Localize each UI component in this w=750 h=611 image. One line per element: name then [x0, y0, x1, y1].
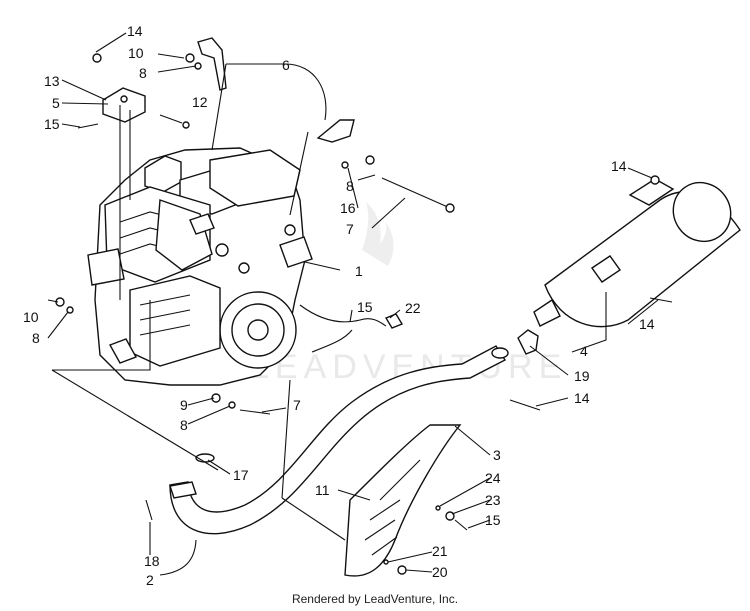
callout-18: 18	[144, 553, 160, 569]
callout-14: 14	[611, 158, 627, 174]
callout-labels: 14 10 8 6 13 5 12 15 8 16 7 14 1 10 8 15…	[23, 23, 655, 588]
callout-14: 14	[127, 23, 143, 39]
heat-shield[interactable]	[344, 424, 462, 577]
callout-17: 17	[233, 467, 249, 483]
callout-6: 6	[282, 57, 290, 73]
callout-11: 11	[315, 482, 330, 498]
callout-14: 14	[574, 390, 590, 406]
callout-1: 1	[355, 263, 363, 279]
callout-15: 15	[44, 116, 60, 132]
mounting-bolt-head	[445, 203, 455, 213]
callout-8: 8	[180, 417, 188, 433]
callout-16: 16	[340, 200, 356, 216]
engine-assembly[interactable]	[87, 147, 313, 386]
callout-4: 4	[580, 343, 588, 359]
callout-12: 12	[192, 94, 208, 110]
oxygen-sensor-harness[interactable]	[299, 304, 404, 353]
callout-10: 10	[23, 309, 39, 325]
upper-mount-bracket[interactable]	[197, 37, 355, 143]
callout-15: 15	[357, 299, 373, 315]
callout-23: 23	[485, 492, 501, 508]
callout-8: 8	[139, 65, 147, 81]
callout-10: 10	[128, 45, 144, 61]
callout-19: 19	[574, 368, 590, 384]
exhaust-header-pipe[interactable]	[169, 345, 509, 535]
callout-8: 8	[346, 178, 354, 194]
muffler[interactable]	[533, 171, 742, 328]
leader-lines	[47, 32, 659, 576]
callout-21: 21	[432, 543, 448, 559]
callout-14: 14	[639, 316, 655, 332]
callout-9: 9	[180, 397, 188, 413]
callout-8: 8	[32, 330, 40, 346]
callout-20: 20	[432, 564, 448, 580]
callout-15: 15	[485, 512, 501, 528]
callout-7: 7	[293, 397, 301, 413]
callout-13: 13	[44, 73, 60, 89]
callout-22: 22	[405, 300, 421, 316]
mounting-bolt-long[interactable]	[381, 177, 451, 209]
render-credit: Rendered by LeadVenture, Inc.	[291, 592, 459, 606]
callout-2: 2	[146, 572, 154, 588]
callout-5: 5	[52, 95, 60, 111]
hardware-fasteners[interactable]	[55, 53, 673, 575]
callout-24: 24	[485, 470, 501, 486]
engine-mount-bracket[interactable]	[102, 87, 146, 123]
callout-7: 7	[346, 221, 354, 237]
callout-3: 3	[493, 447, 501, 463]
